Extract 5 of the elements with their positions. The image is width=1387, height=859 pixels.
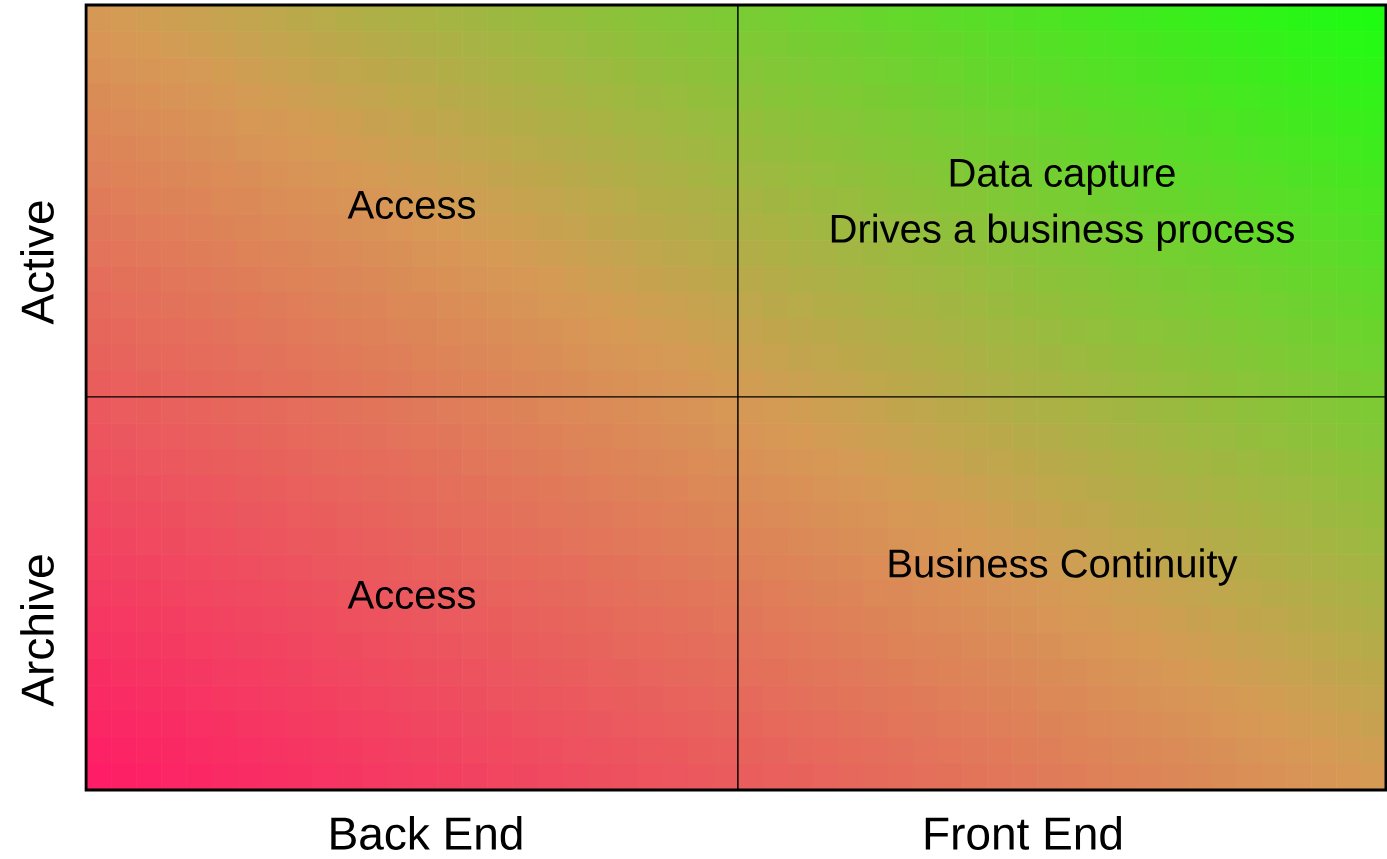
quadrant-cell: Business Continuity: [737, 396, 1387, 791]
quadrant-cell: Data capture Drives a business process: [737, 4, 1387, 398]
axis-label: Active: [20, 201, 54, 325]
quadrant-cell: Access: [85, 396, 739, 791]
quadrant-cell: Access: [85, 4, 739, 398]
